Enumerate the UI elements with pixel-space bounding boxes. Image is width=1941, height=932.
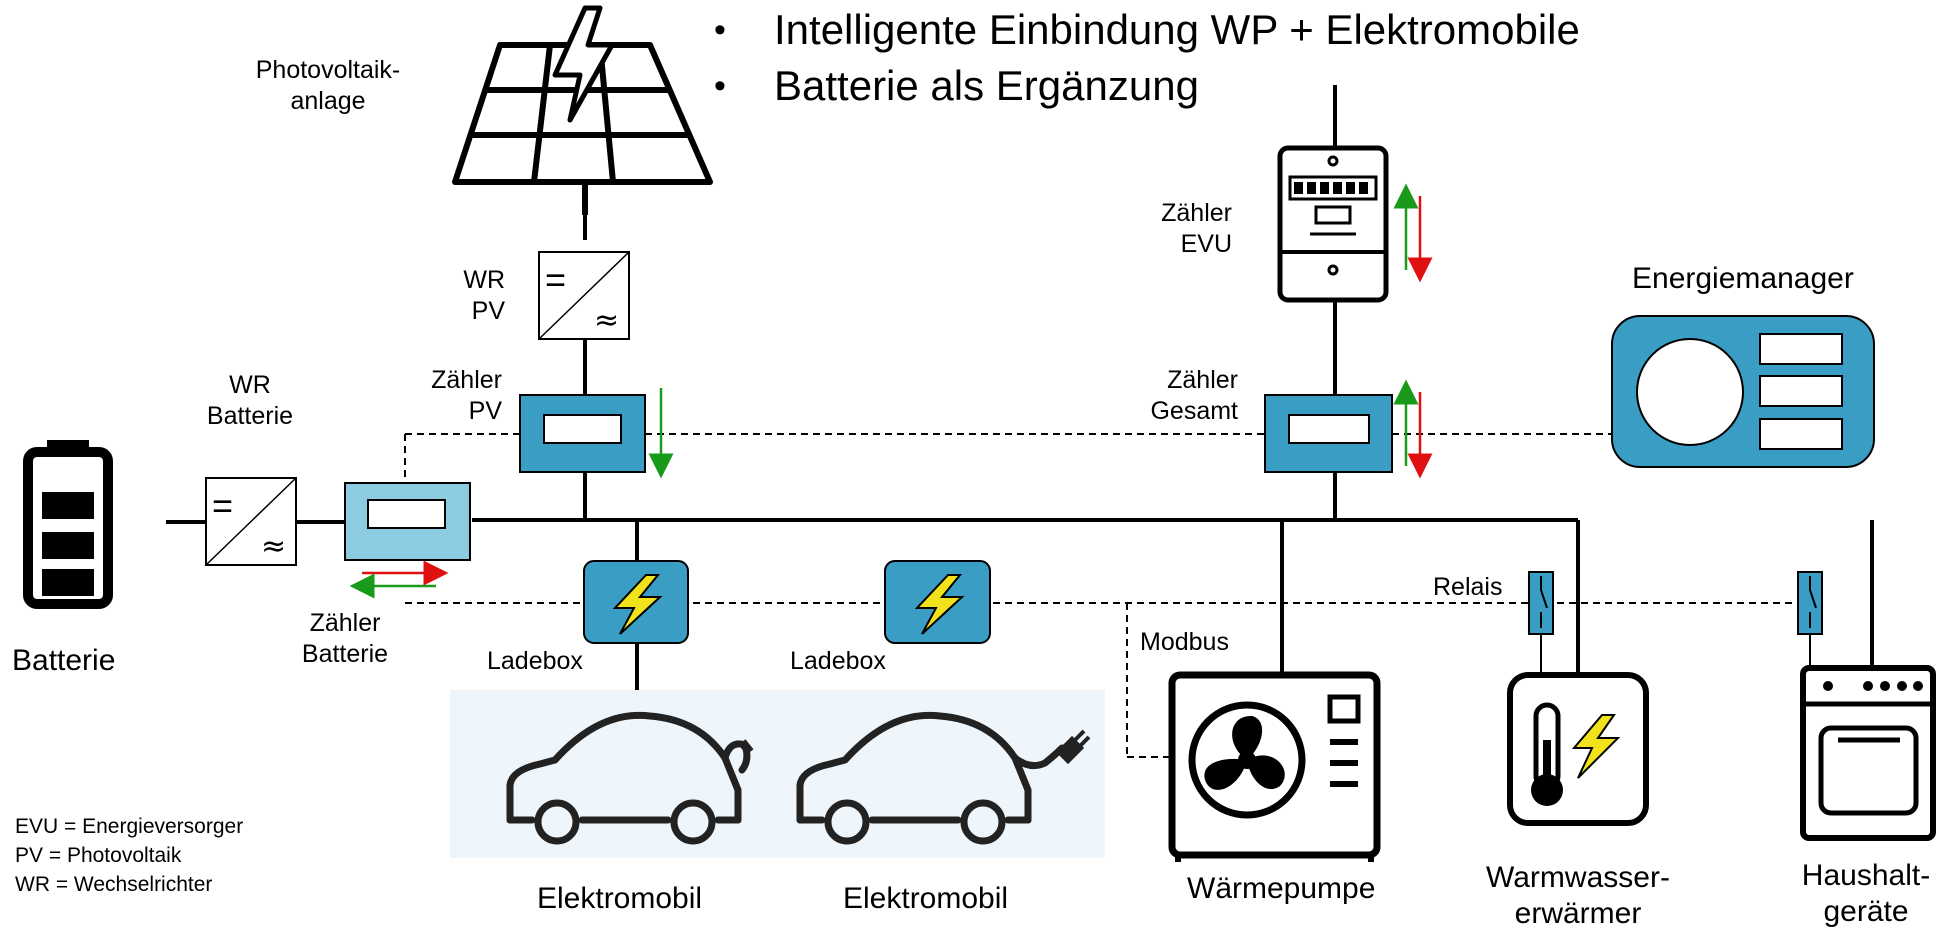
legend-item: EVU = Energieversorger [15, 815, 244, 838]
label-ladebox-1: Ladebox [487, 647, 583, 675]
label-ladebox-2: Ladebox [790, 647, 886, 675]
label-energiemanager: Energiemanager [1632, 262, 1854, 295]
electricity-meter-icon [1277, 145, 1389, 303]
water-heater-icon [1507, 672, 1649, 826]
meter-total [1264, 394, 1393, 473]
meter-pv [519, 394, 646, 473]
charging-box-icon [583, 560, 689, 644]
charging-box-icon [884, 560, 991, 644]
label-elektromobil-2: Elektromobil [843, 882, 1009, 915]
solar-panel-icon [452, 5, 713, 215]
relay-switch-icon [1797, 571, 1823, 668]
ac-symbol: ≈ [261, 529, 286, 564]
inverter-battery: = ≈ [205, 477, 297, 566]
flow-arrows [349, 183, 1433, 599]
legend-item: WR = Wechselrichter [15, 873, 213, 896]
label-modbus: Modbus [1140, 628, 1229, 656]
label-batterie: Batterie [12, 644, 116, 677]
ac-symbol: ≈ [594, 303, 619, 338]
dc-symbol: = [212, 485, 233, 526]
dc-symbol: = [545, 259, 566, 300]
abbreviation-legend: EVU = Energieversorger PV = Photovoltaik… [15, 812, 243, 899]
legend-item: PV = Photovoltaik [15, 844, 182, 867]
label-elektromobil-1: Elektromobil [537, 882, 703, 915]
relay-switch-icon [1528, 571, 1554, 675]
label-relais: Relais [1433, 573, 1503, 601]
label-pv-anlage: Photovoltaik-anlage [255, 56, 401, 115]
label-warmwasser: Warmwasser-erwärmer [1486, 861, 1670, 930]
battery-icon [23, 440, 113, 609]
charging-plug-icon [738, 739, 754, 755]
inverter-pv: = ≈ [538, 251, 630, 340]
car-background [450, 690, 1105, 858]
label-waermepumpe: Wärmepumpe [1187, 872, 1376, 905]
headline-bullets: Intelligente Einbindung WP + Elektromobi… [700, 2, 1580, 114]
household-appliance-icon [1800, 665, 1936, 841]
heat-pump-icon [1168, 671, 1381, 862]
energy-manager-icon [1611, 315, 1875, 468]
charging-plug-icon [1055, 729, 1091, 765]
power-lines [166, 85, 1874, 690]
label-haushalt: Haushalt-geräte [1801, 859, 1931, 928]
bullet-item: Batterie als Ergänzung [700, 58, 1580, 114]
bullet-item: Intelligente Einbindung WP + Elektromobi… [700, 2, 1580, 58]
meter-battery [344, 482, 471, 561]
